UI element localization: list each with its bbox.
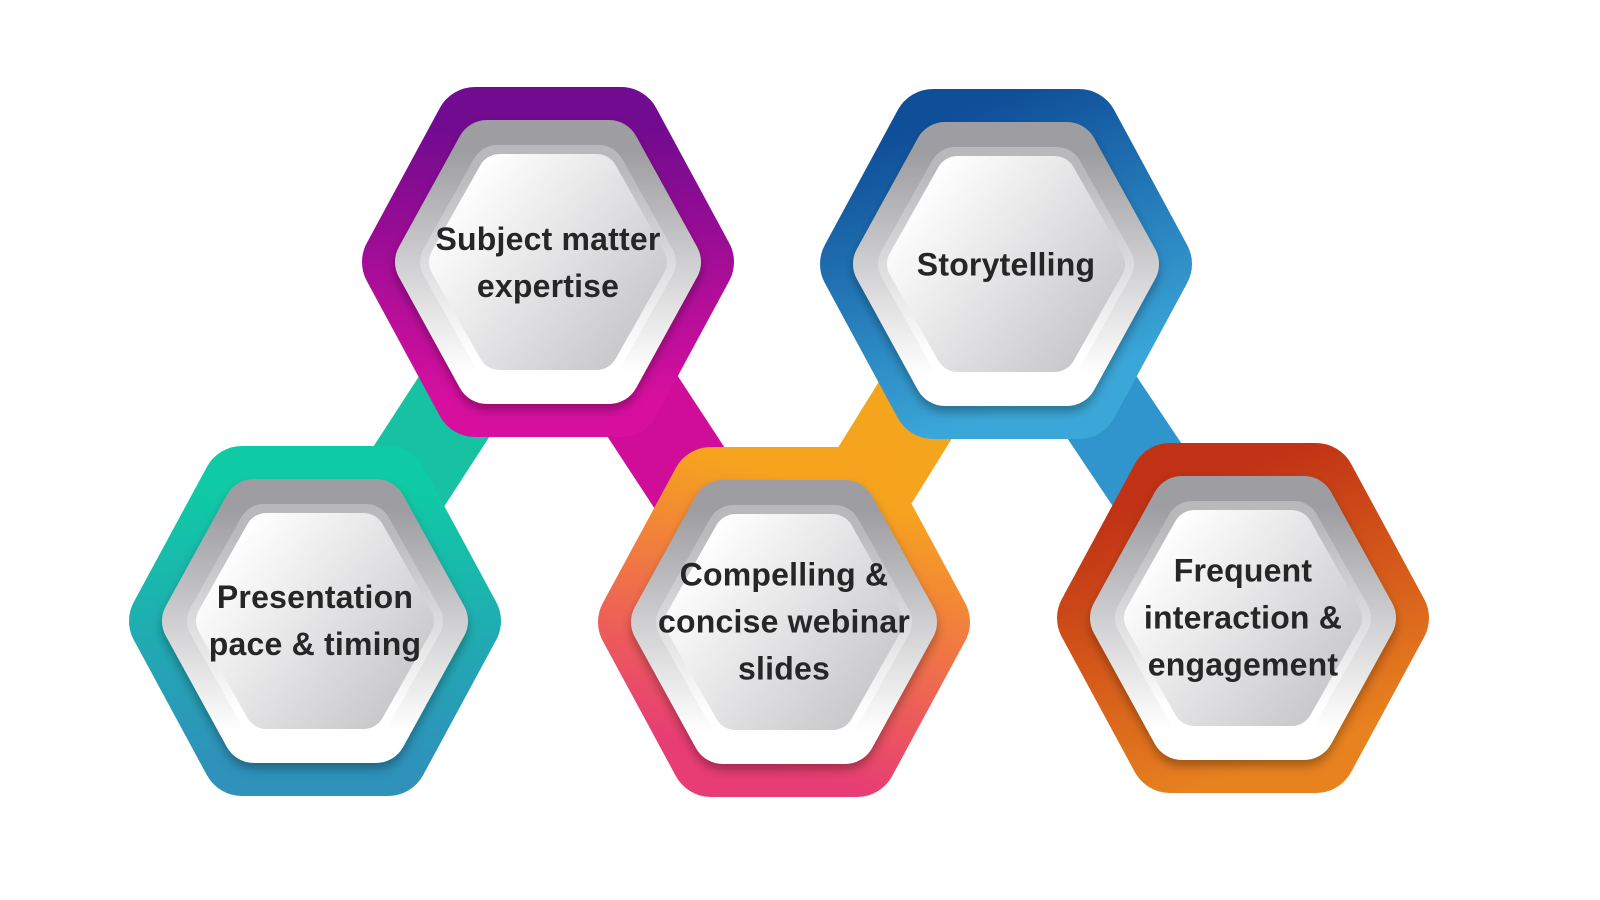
label-line: Presentation [216,579,414,615]
node-compelling-concise-webinar-slides [598,447,970,797]
label-storytelling: Storytelling [917,242,1095,289]
label-line: concise webinar [658,603,910,640]
label-frequent-interaction-engagement: Frequent interaction & engagement [1144,548,1342,689]
label-subject-matter-expertise: Subject matter expertise [435,216,660,310]
label-line: Subject matter [435,221,661,257]
node-presentation-pace-timing [129,446,501,796]
hexagon-face [429,154,667,370]
label-presentation-pace-timing: Presentation pace & timing [209,574,421,668]
node-storytelling [820,89,1192,439]
node-frequent-interaction-engagement [1057,443,1429,793]
hexagon-face [665,514,903,730]
label-line: Frequent [1173,552,1313,589]
label-line: engagement [1147,646,1339,683]
label-line: expertise [476,268,620,304]
label-line: Compelling & [679,556,889,593]
label-compelling-concise-webinar-slides: Compelling & concise webinar slides [658,552,910,693]
label-line: interaction & [1143,599,1343,636]
hexagon-face [196,513,434,729]
hexagon-face [887,156,1125,372]
label-line: Storytelling [916,246,1096,283]
label-line: pace & timing [208,626,422,662]
label-line: slides [738,650,830,687]
node-subject-matter-expertise [362,87,734,437]
hexagon-face [1124,510,1362,726]
